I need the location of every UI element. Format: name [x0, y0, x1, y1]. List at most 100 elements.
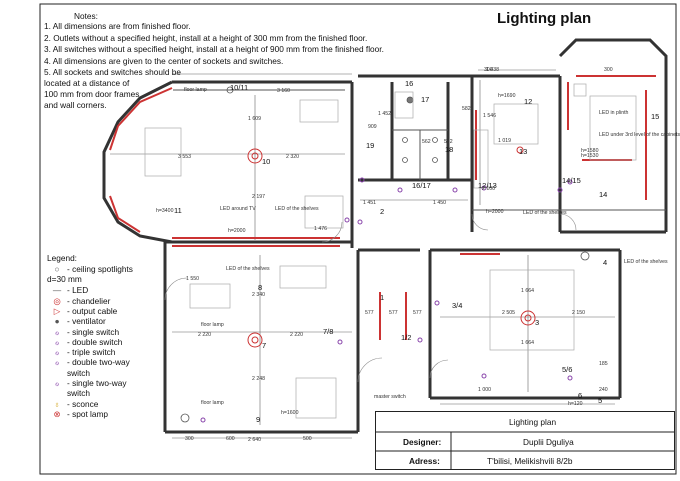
plan-note: floor lamp: [201, 400, 224, 406]
legend-symbol-icon: —: [52, 285, 62, 296]
legend-symbol-icon: ▷: [53, 305, 61, 316]
legend-label: - spot lamp: [67, 408, 109, 419]
room-number: 6: [578, 391, 582, 400]
dimension-label: 577: [365, 310, 374, 316]
plan-note: h=3400: [156, 208, 174, 214]
legend-symbol-icon: ●: [54, 316, 60, 327]
legend-title: Legend:: [47, 253, 77, 263]
legend-item: ℴ- double switch: [47, 337, 122, 347]
room-number: 18: [445, 145, 453, 154]
legend-label: switch: [67, 367, 91, 378]
room-number: 4: [603, 258, 607, 267]
legend-symbol-icon: ⊗: [53, 408, 61, 419]
plan-note: LED around TV: [220, 206, 256, 212]
legend-label: - double switch: [67, 336, 123, 347]
legend-item: ℴ - single two-way: [47, 378, 126, 388]
dimension-label: 3 553: [178, 154, 191, 160]
plan-note: h=2000: [228, 228, 246, 234]
dimension-label: 1 000: [478, 387, 491, 393]
dimension-label: 1 476: [314, 226, 327, 232]
room-number: 8: [258, 283, 262, 292]
legend-symbol-icon: ℴ: [55, 347, 59, 358]
dimension-label: 185: [599, 361, 608, 367]
dimension-label: 1 451: [363, 200, 376, 206]
plan-note: master switch: [374, 394, 406, 400]
plan-note: h=1600: [281, 410, 299, 416]
legend-item: — - LED: [47, 285, 88, 295]
dimension-label: 582: [462, 106, 471, 112]
dimension-label: 1 452: [378, 111, 391, 117]
dimension-label: 300: [185, 436, 194, 442]
room-number: 5: [598, 396, 602, 405]
dimension-label: 1 546: [483, 113, 496, 119]
dimension-label: 300: [484, 67, 493, 73]
page-title: Lighting plan: [497, 10, 592, 27]
plan-note: h=2000: [486, 209, 504, 215]
dimension-label: 1 664: [521, 340, 534, 346]
plan-annotations: 1234567891011121314151617181910/117/81/2…: [174, 79, 659, 424]
legend-item: switch: [47, 368, 90, 378]
dimension-label: 2 248: [252, 376, 265, 382]
legend-label: - double two-way: [67, 357, 130, 368]
legend-item: ⊗ - spot lamp: [47, 408, 109, 419]
room-number: 9: [256, 415, 260, 424]
plan-note: LED of the shelves: [624, 259, 668, 265]
legend-label: - ceiling spotlights: [67, 264, 133, 274]
switch-tag: 14/15: [562, 176, 581, 185]
legend-label: - sconce: [67, 398, 99, 409]
designer-label: Designer:: [403, 437, 442, 447]
plan-note: LED in plinth: [599, 110, 629, 116]
designer-name: Duplii Dguliya: [523, 437, 574, 447]
address-label: Adress:: [409, 456, 440, 466]
dimension-label: 2 220: [290, 332, 303, 338]
legend-label: - single two-way: [67, 378, 127, 388]
dimension-label: 1 550: [186, 276, 199, 282]
room-number: 17: [421, 95, 429, 104]
note-line: located at a distance of: [44, 78, 130, 88]
chandeliers: [247, 146, 536, 348]
legend-item: switch: [47, 388, 90, 398]
plan-note: LED of the shelves: [523, 210, 567, 216]
note-line: and wall corners.: [44, 100, 107, 110]
legend-label: - output cable: [67, 305, 118, 316]
room-number: 12: [524, 97, 532, 106]
legend-item: ◎ - chandelier: [47, 296, 110, 306]
legend-label: - triple switch: [67, 347, 116, 358]
dimension-label: 500: [303, 436, 312, 442]
legend-item: ♁ - sconce: [47, 399, 98, 409]
dimension-label: 1 664: [521, 288, 534, 294]
legend-symbol-icon: ℴ: [55, 378, 59, 388]
dimension-label: 562: [444, 139, 453, 145]
dimension-label: 1 019: [498, 138, 511, 144]
legend-item: ○- ceiling spotlights: [47, 264, 133, 274]
switch-tag: 7/8: [323, 327, 333, 336]
dimension-label: 1 609: [248, 116, 261, 122]
legend-symbol-icon: ♁: [53, 398, 61, 409]
switch-tag: 10/11: [230, 83, 248, 92]
legend-label: - chandelier: [67, 295, 111, 306]
ceiling-spotlights: [180, 86, 590, 423]
switches: [200, 177, 573, 423]
legend-symbol-icon: ◎: [53, 295, 61, 306]
room-number: 3: [535, 318, 539, 327]
dimension-label: 240: [599, 387, 608, 393]
plan-note: h=1530: [581, 153, 599, 159]
note-line: 5. All sockets and switches should be: [44, 67, 181, 77]
dimension-label: 600: [226, 436, 235, 442]
dimension-label: 909: [368, 124, 377, 130]
dimension-label: 577: [413, 310, 422, 316]
dimension-label: 2 340: [252, 292, 265, 298]
switch-tag: 12/13: [478, 181, 497, 190]
legend-label: switch: [67, 388, 91, 399]
legend-label: - LED: [67, 285, 89, 296]
dimension-label: 577: [389, 310, 398, 316]
room-number: 14: [599, 190, 607, 199]
plan-note: h=1690: [498, 93, 516, 99]
dimension-label: 2 640: [248, 437, 261, 443]
dimension-label: 2 100: [482, 186, 495, 192]
dimension-label: 2 505: [502, 310, 515, 316]
legend-item: ℴ - triple switch: [47, 347, 115, 357]
sheet-name: Lighting plan: [509, 417, 557, 427]
